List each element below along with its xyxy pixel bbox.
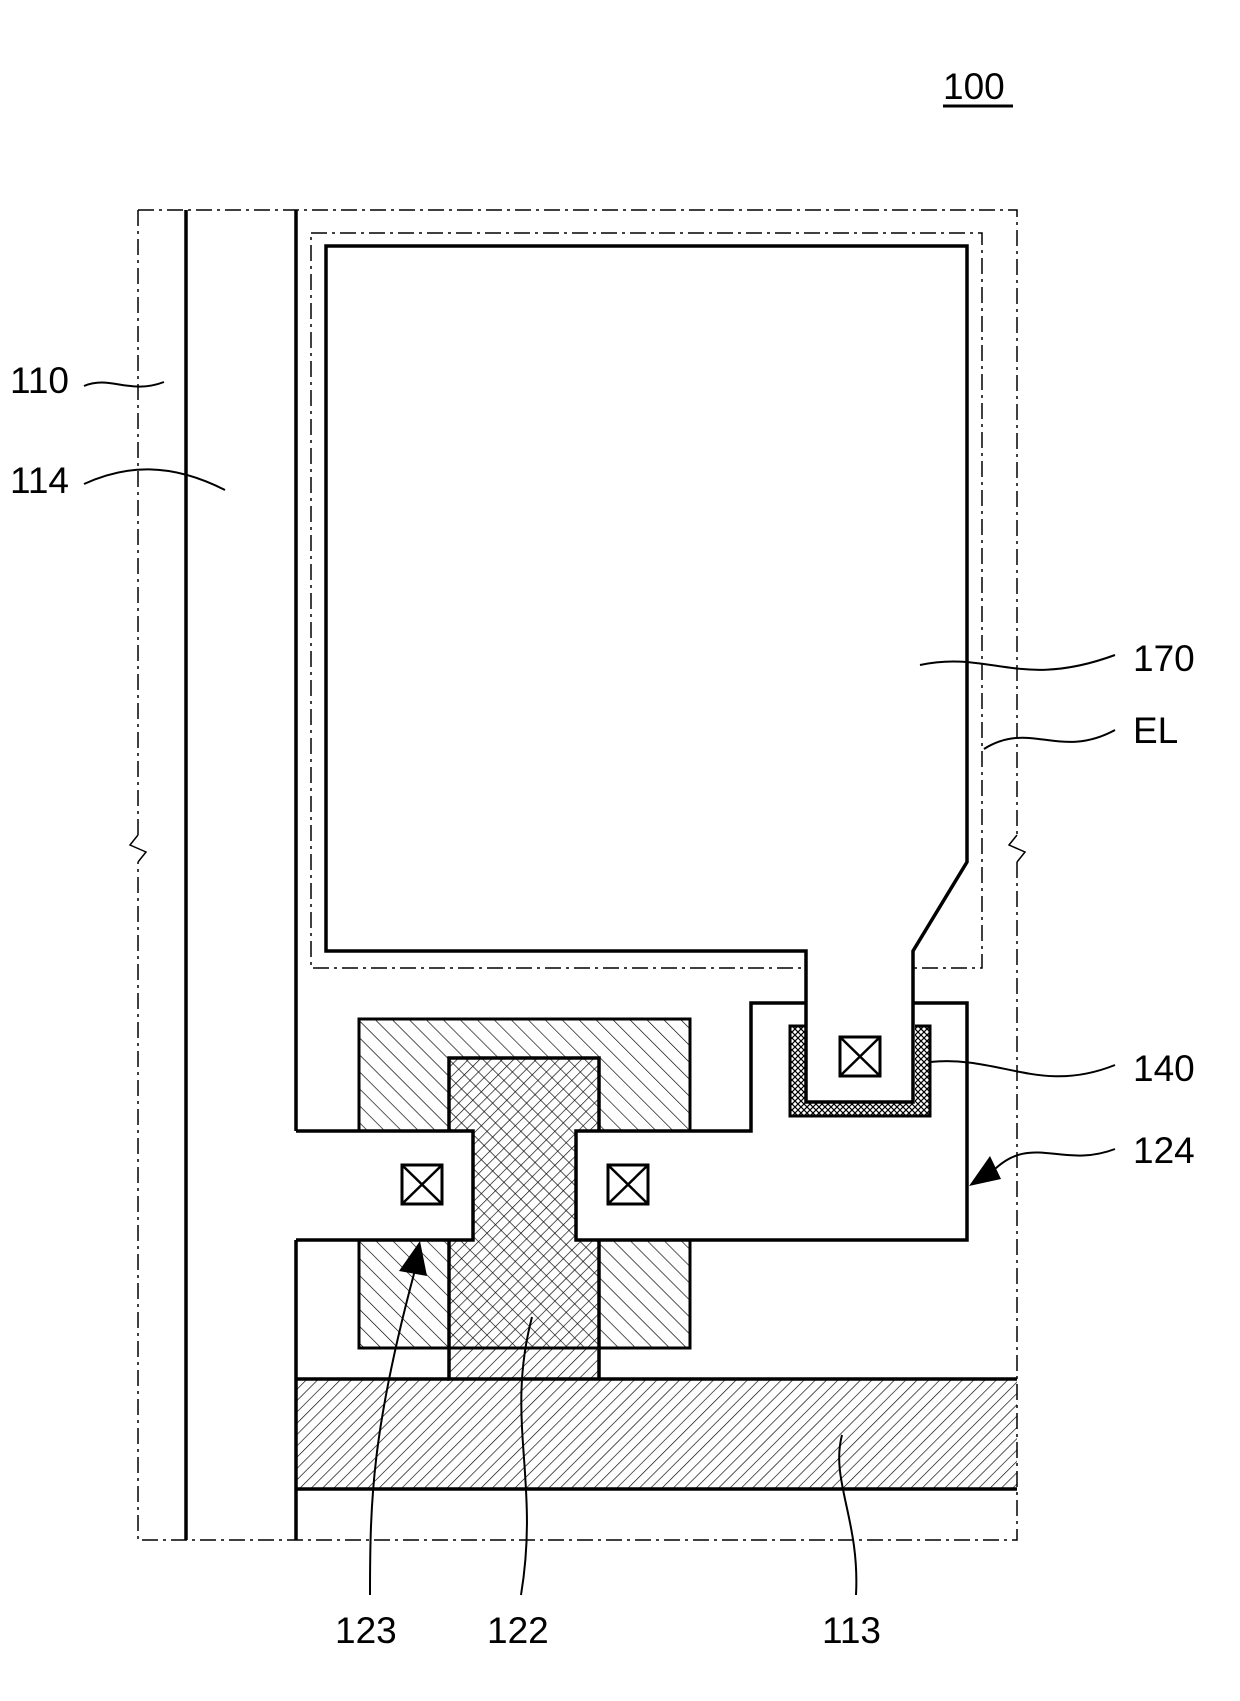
- leader-114: [84, 469, 225, 490]
- label-el: EL: [1133, 710, 1178, 751]
- arrowhead-124: [969, 1156, 1001, 1186]
- label-114: 114: [10, 460, 69, 501]
- contact-via-drain: [608, 1165, 648, 1204]
- contact-via-source: [402, 1165, 442, 1204]
- label-122: 122: [487, 1610, 549, 1651]
- leader-110: [84, 382, 164, 387]
- label-124: 124: [1133, 1130, 1195, 1171]
- leader-124: [989, 1149, 1115, 1175]
- label-110: 110: [10, 360, 69, 401]
- label-140: 140: [1133, 1048, 1195, 1089]
- leader-el: [984, 730, 1115, 749]
- figure-number: 100: [943, 66, 1005, 107]
- boundary-break-right: [1009, 835, 1025, 862]
- boundary-break-left: [130, 835, 146, 862]
- contact-via-pixel: [840, 1037, 880, 1076]
- pixel-electrode-170: [326, 246, 967, 1102]
- gate-line-113: [296, 1379, 1017, 1489]
- label-123: 123: [335, 1610, 397, 1651]
- source-electrode-123: [296, 1131, 473, 1240]
- label-113: 113: [822, 1610, 881, 1651]
- label-170: 170: [1133, 638, 1195, 679]
